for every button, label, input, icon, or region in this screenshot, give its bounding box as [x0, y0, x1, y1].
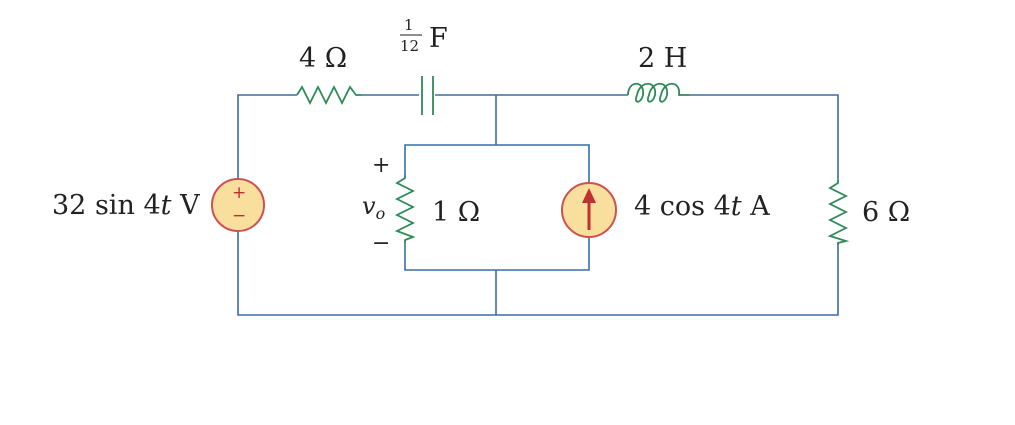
voltage-source-body: [211, 178, 265, 232]
capacitor-numerator: 1: [404, 16, 414, 34]
wire-left-upper: [237, 94, 297, 180]
voltage-source: + − 32 sin 4t V: [52, 178, 265, 232]
resistor-4-label: 4 Ω: [299, 43, 347, 74]
resistor-1-ohm: 1 Ω: [394, 175, 480, 243]
wire-inner-bottom: [404, 237, 590, 271]
voltage-source-label: 32 sin 4t V: [52, 190, 200, 221]
resistor-6-ohm: 6 Ω: [827, 180, 910, 245]
inductor-label: 2 H: [638, 43, 687, 74]
capacitor: 1 12 F: [400, 16, 448, 115]
inductor-2h: 2 H: [627, 43, 690, 103]
current-source-label: 4 cos 4t A: [634, 191, 770, 222]
wires: [237, 94, 839, 316]
resistor-1-zigzag: [394, 175, 416, 243]
resistor-6-zigzag: [827, 180, 850, 245]
capacitor-denominator: 12: [400, 37, 419, 55]
output-symbol: vo: [362, 192, 385, 223]
resistor-4-zigzag: [296, 84, 362, 106]
current-source-arrow-head: [582, 188, 596, 203]
inductor-coil: [627, 82, 690, 103]
voltage-source-minus: −: [232, 206, 246, 226]
wire-inner-top: [404, 144, 590, 183]
resistor-6-label: 6 Ω: [862, 197, 910, 228]
output-plus: +: [372, 153, 390, 178]
output-minus: −: [372, 231, 390, 256]
resistor-4-ohm: 4 Ω: [296, 43, 362, 106]
wire-right-upper: [690, 94, 839, 180]
current-source: 4 cos 4t A: [561, 182, 770, 238]
wire-right-lower: [237, 232, 839, 316]
voltage-source-plus: +: [232, 183, 246, 203]
resistor-1-label: 1 Ω: [432, 197, 480, 228]
output-voltage: + vo −: [362, 153, 390, 256]
capacitor-unit: F: [429, 23, 448, 54]
